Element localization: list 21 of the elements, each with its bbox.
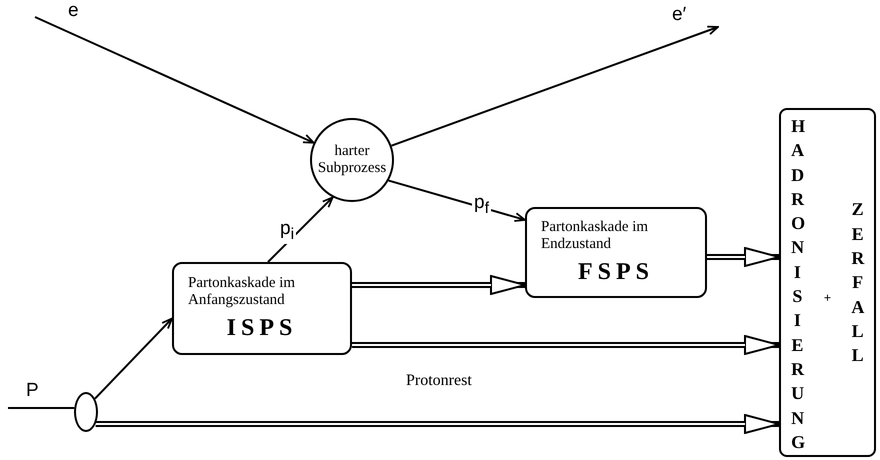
arrow (34, 16, 315, 144)
arrow (391, 26, 719, 147)
arrow (267, 196, 334, 263)
vertical-label: HADRONISIERUNG (791, 115, 804, 454)
process-box (779, 108, 876, 457)
double-arrow (707, 247, 780, 267)
node-text: Partonkaskade im Endzustand (541, 218, 650, 254)
vertical-label: ZERFALL (851, 198, 864, 368)
process-box (172, 262, 352, 355)
node-acronym: FSPS (578, 259, 654, 286)
plus-sign: + (824, 290, 832, 306)
node-text: Partonkaskade im Anfangszustand (188, 274, 296, 310)
node-text: harter Subprozess (316, 142, 388, 178)
double-arrow (352, 335, 780, 355)
proton-ellipse (74, 392, 98, 432)
node-acronym: ISPS (226, 315, 298, 342)
process-box (525, 207, 707, 298)
double-arrow (352, 275, 526, 295)
arrow (388, 180, 526, 222)
double-arrow (96, 414, 780, 434)
arrow (94, 318, 173, 400)
